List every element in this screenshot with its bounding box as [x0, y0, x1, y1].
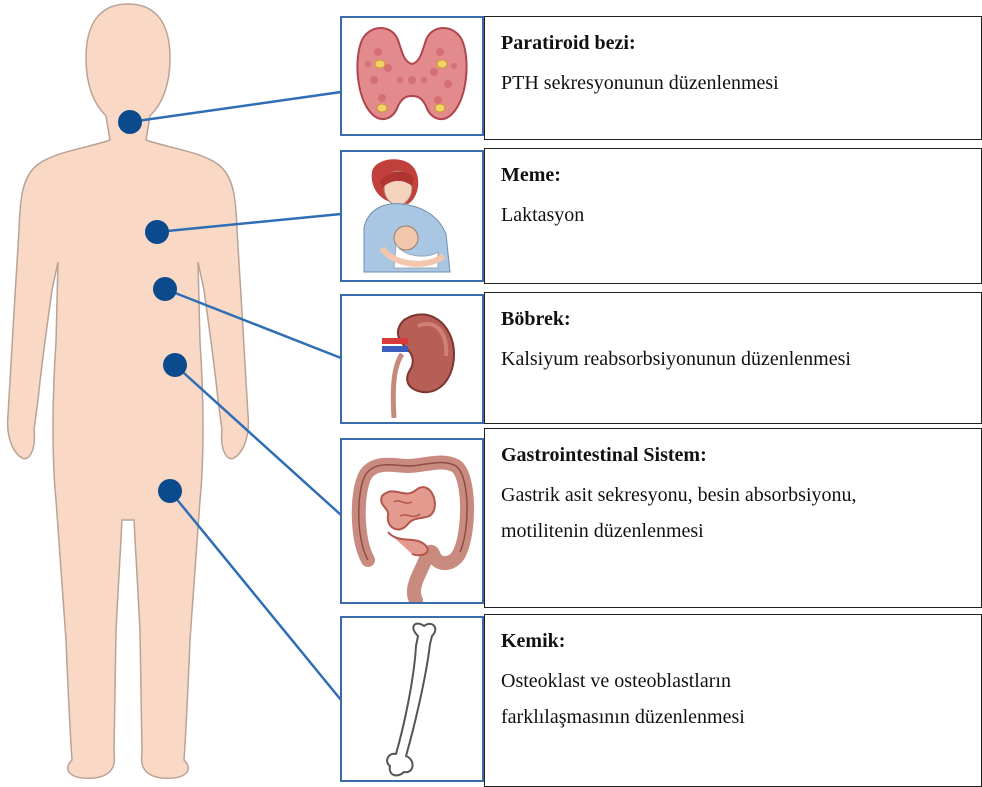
organ-description: Laktasyon: [501, 197, 981, 233]
marker-parathyroid: [118, 110, 142, 134]
organ-title: Kemik:: [501, 627, 981, 655]
icon-box-parathyroid: [340, 16, 484, 136]
organ-description-line2: motilitenin düzenlenmesi: [501, 513, 981, 549]
marker-breast: [145, 220, 169, 244]
text-box-gi: Gastrointestinal Sistem: Gastrik asit se…: [484, 428, 982, 608]
text-box-kidney: Böbrek: Kalsiyum reabsorbsiyonunun düzen…: [484, 292, 982, 424]
intestines-icon: [342, 440, 482, 602]
organ-title: Böbrek:: [501, 305, 981, 333]
organ-description: Kalsiyum reabsorbsiyonunun düzenlenmesi: [501, 341, 981, 377]
text-box-bone: Kemik: Osteoklast ve osteoblastların far…: [484, 614, 982, 787]
marker-gi: [163, 353, 187, 377]
femur-bone-icon: [342, 618, 482, 780]
organ-description: PTH sekresyonunun düzenlenmesi: [501, 65, 981, 101]
text-box-breast: Meme: Laktasyon: [484, 148, 982, 284]
organ-description-line2: farklılaşmasının düzenlenmesi: [501, 699, 981, 735]
icon-box-gi: [340, 438, 484, 604]
organ-title: Gastrointestinal Sistem:: [501, 441, 981, 469]
organ-title: Paratiroid bezi:: [501, 29, 981, 57]
marker-kidney: [153, 277, 177, 301]
organ-description: Osteoklast ve osteoblastların: [501, 663, 981, 699]
icon-box-breast: [340, 150, 484, 282]
organ-description: Gastrik asit sekresyonu, besin absorbsiy…: [501, 477, 981, 513]
organ-title: Meme:: [501, 161, 981, 189]
kidney-icon: [342, 296, 482, 422]
connector-line: [170, 491, 341, 700]
icon-box-kidney: [340, 294, 484, 424]
thyroid-gland-icon: [342, 18, 482, 134]
marker-bone: [158, 479, 182, 503]
icon-box-bone: [340, 616, 484, 782]
text-box-parathyroid: Paratiroid bezi: PTH sekresyonunun düzen…: [484, 16, 982, 140]
breastfeeding-mother-icon: [342, 152, 482, 280]
